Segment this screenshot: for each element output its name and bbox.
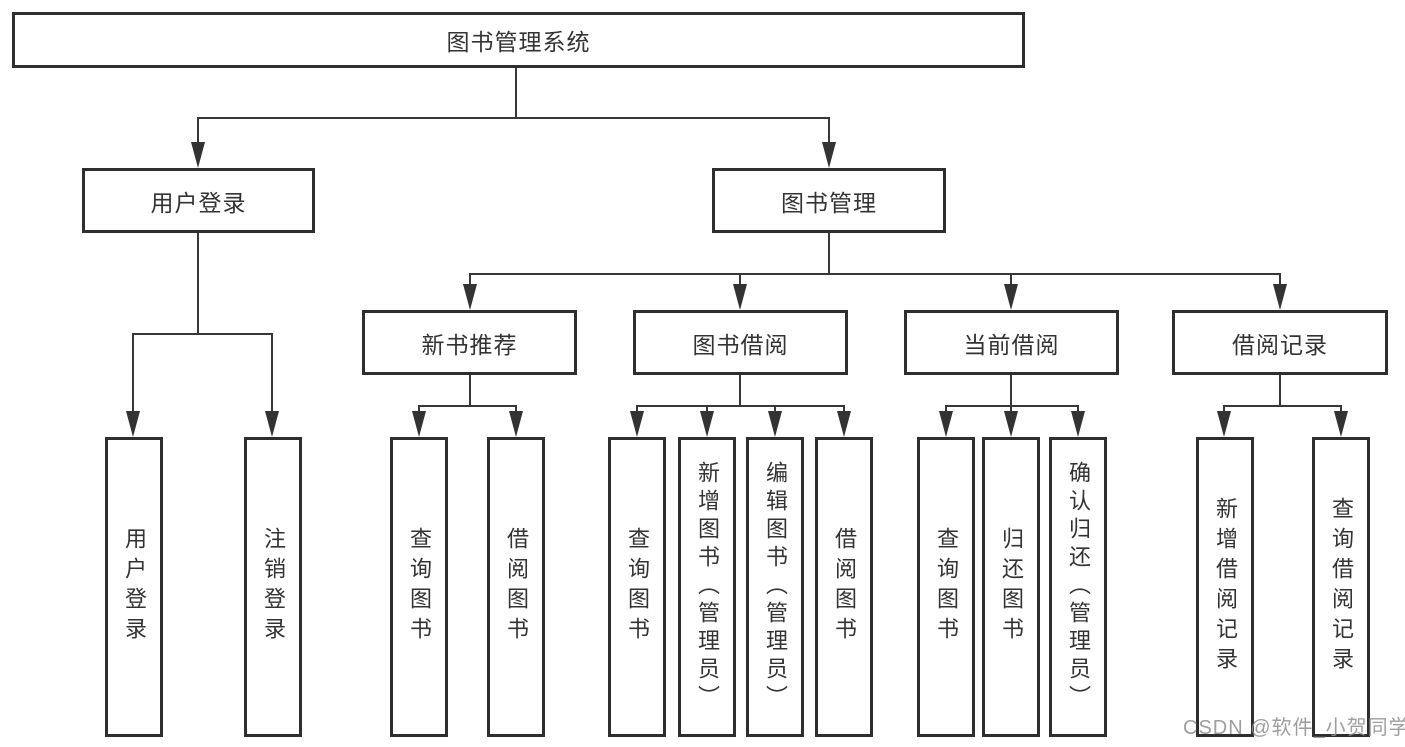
node-user-login-label: 用户登录: [150, 189, 247, 216]
connector-line: [1279, 273, 1281, 284]
connector-line: [636, 405, 638, 411]
connector-line: [1340, 405, 1342, 411]
leaf-logout-label: 注销登录: [261, 527, 286, 647]
connector-line: [469, 273, 1281, 275]
leaf-logout: 注销登录: [244, 437, 302, 737]
leaf-bb-add-book-admin-label: 新增图书（管理员）: [695, 461, 720, 713]
node-current-borrow-label: 当前借阅: [963, 331, 1060, 358]
leaf-cb-return-book-label: 归还图书: [999, 527, 1024, 647]
connector-line: [469, 375, 471, 406]
leaf-br-add-record: 新增借阅记录: [1196, 437, 1254, 737]
connector-line: [418, 405, 420, 411]
connector-line: [1010, 375, 1012, 406]
node-root-label: 图书管理系统: [446, 29, 591, 55]
connector-line: [1077, 405, 1079, 411]
connector-line: [1279, 375, 1281, 406]
arrow-down-icon: [463, 284, 477, 310]
connector-line: [132, 333, 273, 335]
node-borrow-record-label: 借阅记录: [1232, 331, 1328, 358]
connector-line: [515, 68, 517, 118]
node-new-book-recommend-label: 新书推荐: [421, 331, 518, 358]
node-book-management: 图书管理: [712, 168, 946, 233]
leaf-user-login: 用户登录: [105, 437, 163, 737]
connector-line: [774, 405, 776, 411]
leaf-br-query-record-label: 查询借阅记录: [1329, 497, 1354, 677]
connector-line: [706, 405, 708, 411]
connector-line: [828, 117, 830, 142]
leaf-bb-borrow-book: 借阅图书: [815, 437, 873, 737]
connector-line: [843, 405, 845, 411]
arrow-down-icon: [1334, 411, 1348, 437]
leaf-user-login-label: 用户登录: [122, 527, 147, 647]
leaf-cb-query-book: 查询图书: [917, 437, 975, 737]
node-book-borrow-label: 图书借阅: [692, 331, 789, 358]
arrow-down-icon: [1004, 284, 1018, 310]
arrow-down-icon: [733, 284, 747, 310]
arrow-down-icon: [191, 142, 205, 168]
node-book-borrow: 图书借阅: [633, 310, 848, 375]
connector-line: [1010, 273, 1012, 284]
connector-line: [197, 117, 199, 142]
connector-line: [636, 405, 845, 407]
leaf-cb-confirm-return-admin: 确认归还（管理员）: [1049, 437, 1107, 737]
connector-line: [271, 333, 273, 411]
node-borrow-record: 借阅记录: [1172, 310, 1388, 375]
arrow-down-icon: [768, 411, 782, 437]
arrow-down-icon: [1217, 411, 1231, 437]
leaf-br-add-record-label: 新增借阅记录: [1213, 497, 1238, 677]
connector-line: [132, 333, 134, 411]
connector-line: [828, 233, 830, 274]
leaf-bb-query-book-label: 查询图书: [625, 527, 650, 647]
connector-line: [1010, 405, 1012, 411]
leaf-cb-return-book: 归还图书: [982, 437, 1040, 737]
arrow-down-icon: [939, 411, 953, 437]
leaf-cb-query-book-label: 查询图书: [934, 527, 959, 647]
node-current-borrow: 当前借阅: [904, 310, 1119, 375]
arrow-down-icon: [412, 411, 426, 437]
arrow-down-icon: [822, 142, 836, 168]
node-new-book-recommend: 新书推荐: [362, 310, 577, 375]
arrow-down-icon: [1273, 284, 1287, 310]
connector-line: [197, 233, 199, 334]
arrow-down-icon: [700, 411, 714, 437]
arrow-down-icon: [1071, 411, 1085, 437]
leaf-br-query-record: 查询借阅记录: [1312, 437, 1370, 737]
leaf-bb-query-book: 查询图书: [608, 437, 666, 737]
node-book-management-label: 图书管理: [781, 189, 877, 216]
connector-line: [945, 405, 1079, 407]
leaf-bb-edit-book-admin: 编辑图书（管理员）: [746, 437, 804, 737]
connector-line: [1223, 405, 1342, 407]
connector-line: [739, 273, 741, 284]
leaf-bb-add-book-admin: 新增图书（管理员）: [678, 437, 736, 737]
leaf-nb-borrow-book-label: 借阅图书: [504, 527, 529, 647]
leaf-nb-borrow-book: 借阅图书: [487, 437, 545, 737]
arrow-down-icon: [265, 411, 279, 437]
connector-line: [1223, 405, 1225, 411]
leaf-bb-edit-book-admin-label: 编辑图书（管理员）: [763, 461, 788, 713]
leaf-nb-query-book-label: 查询图书: [407, 527, 432, 647]
arrow-down-icon: [837, 411, 851, 437]
arrow-down-icon: [630, 411, 644, 437]
arrow-down-icon: [1004, 411, 1018, 437]
csdn-watermark: CSDN @软件_小贺同学: [1183, 717, 1405, 739]
connector-line: [739, 375, 741, 406]
connector-line: [418, 405, 517, 407]
connector-line: [197, 117, 830, 119]
node-root: 图书管理系统: [12, 12, 1025, 68]
arrow-down-icon: [126, 411, 140, 437]
leaf-bb-borrow-book-label: 借阅图书: [832, 527, 857, 647]
connector-line: [945, 405, 947, 411]
connector-line: [469, 273, 471, 284]
connector-line: [515, 405, 517, 411]
leaf-nb-query-book: 查询图书: [390, 437, 448, 737]
leaf-cb-confirm-return-admin-label: 确认归还（管理员）: [1066, 461, 1091, 713]
node-user-login: 用户登录: [82, 168, 315, 233]
arrow-down-icon: [509, 411, 523, 437]
